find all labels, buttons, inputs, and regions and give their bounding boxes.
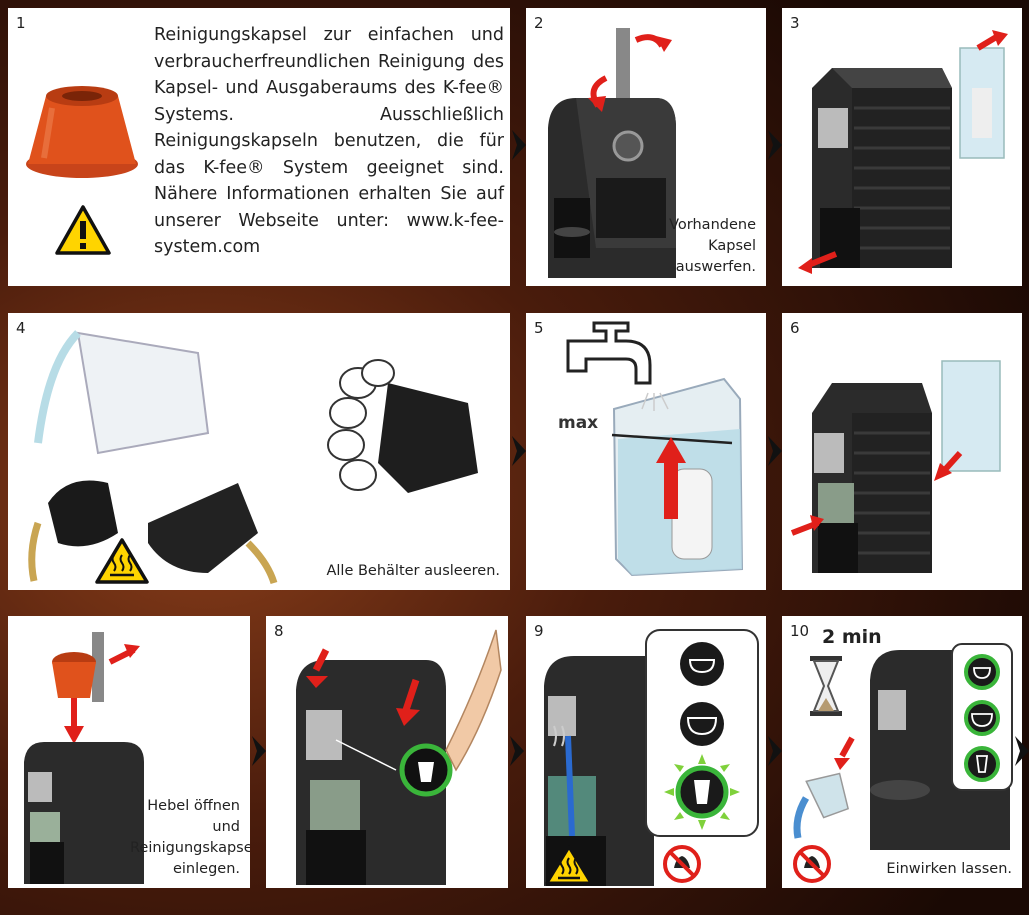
chevron-right-icon — [1015, 736, 1029, 766]
water-tank-illustration — [34, 330, 210, 455]
chevron-right-icon — [252, 736, 266, 766]
step-number: 3 — [790, 14, 800, 32]
no-touch-icon — [793, 845, 831, 883]
step-1-panel: 1 Reinigungskapsel zur einfachen und ver… — [8, 8, 510, 286]
step-number: 6 — [790, 319, 800, 337]
step-5-panel: 5 max — [526, 313, 766, 590]
chevron-right-icon — [768, 130, 782, 160]
chevron-right-icon — [510, 736, 524, 766]
coffee-machine-illustration — [798, 30, 1008, 274]
coffee-machine-illustration — [544, 656, 654, 886]
step-3-panel: 3 — [782, 8, 1022, 286]
step-caption: Einwirken lassen. — [886, 861, 1012, 877]
step-6-panel: 6 — [782, 313, 1022, 590]
duration-label: 2 min — [822, 626, 882, 648]
step-9-panel: 9 — [526, 616, 766, 888]
chevron-right-icon — [768, 436, 782, 466]
chevron-right-icon — [512, 130, 526, 160]
coffee-machine-illustration — [24, 632, 144, 884]
chevron-right-icon — [512, 436, 526, 466]
step-4-panel: 4 Alle Behälter ausleeren. — [8, 313, 510, 590]
step-8-panel: 8 — [266, 616, 508, 888]
drip-tray-illustration — [28, 480, 278, 585]
capsule-icon — [26, 86, 138, 178]
step-number: 1 — [16, 14, 26, 32]
warning-icon — [55, 205, 111, 255]
hot-surface-icon — [95, 538, 149, 584]
step-caption: Hebel öffnen und Reinigungskapsel einleg… — [130, 798, 250, 877]
step-number: 8 — [274, 622, 284, 640]
pouring-water-illustration — [793, 736, 855, 839]
control-buttons-callout — [645, 629, 759, 837]
water-tank-illustration — [611, 377, 744, 577]
step-number: 2 — [534, 14, 544, 32]
step-caption: Alle Behälter ausleeren. — [326, 563, 500, 579]
step-number: 4 — [16, 319, 26, 337]
step-number: 5 — [534, 319, 544, 337]
faucet-icon — [566, 321, 652, 385]
coffee-machine-illustration — [790, 360, 1001, 573]
no-touch-icon — [663, 845, 701, 883]
hourglass-icon — [810, 656, 842, 716]
step-7-panel: Hebel öffnen und Reinigungskapsel einleg… — [8, 616, 250, 888]
step-caption: Vorhandene Kapsel auswerfen. — [669, 217, 756, 275]
step-number: 10 — [790, 622, 810, 640]
intro-text: Reinigungskapsel zur einfachen und verbr… — [154, 25, 504, 257]
control-buttons-callout — [951, 643, 1013, 791]
coffee-machine-illustration — [548, 28, 676, 278]
step-2-panel: 2 Vorhandene Kapsel auswerfen. — [526, 8, 766, 286]
hot-surface-icon — [545, 845, 593, 885]
step-10-panel: 10 2 min Einwirken lassen. — [782, 616, 1022, 888]
used-capsules-illustration — [327, 359, 478, 493]
chevron-right-icon — [768, 736, 782, 766]
coffee-machine-illustration — [296, 629, 502, 885]
max-label: max — [558, 413, 599, 433]
step-number: 9 — [534, 622, 544, 640]
